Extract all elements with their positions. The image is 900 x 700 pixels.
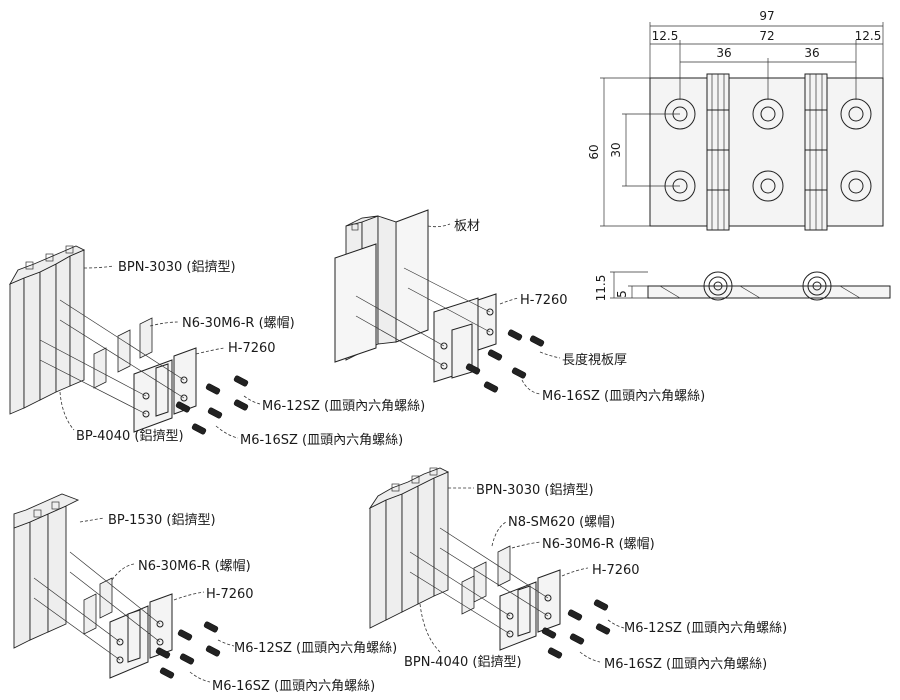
dim-height: 60 [587,144,601,159]
profile-4040b-label: BPN-4040 (鋁擠型) [404,654,522,670]
dim-edge-left: 12.5 [652,29,679,43]
board-right [395,209,429,343]
diagram-board: 板材 H-7260 長度視板厚 M6-16SZ (皿頭內六角螺絲) [334,209,705,404]
nut-4040-label: N6-30M6-R (螺帽) [542,536,655,552]
board-screws [465,329,545,393]
screws-1530 [155,621,221,679]
dim-hole-pitch: 30 [609,142,623,157]
board-left [334,243,377,363]
profile-3030-label: BPN-3030 (鋁擠型) [118,259,236,275]
hinge-1530-label: H-7260 [206,587,254,602]
screw16-1530-label: M6-16SZ (皿頭內六角螺絲) [212,679,375,694]
dim-overall: 97 [759,9,774,23]
board-hinge-label: H-7260 [520,293,568,308]
screw12-4040-label: M6-12SZ (皿頭內六角螺絲) [624,621,787,636]
side-view: 11.5 5 [594,271,891,302]
top-view: 97 12.5 72 12.5 36 36 60 30 [587,9,884,231]
profile-4040a-label: BPN-3030 (鋁擠型) [476,482,594,498]
nut-1530-label: N6-30M6-R (螺帽) [138,558,251,574]
screw16-3030-label: M6-16SZ (皿頭內六角螺絲) [240,433,403,448]
nut-sm-label: N8-SM620 (螺帽) [508,514,615,530]
hinge-4040-label: H-7260 [592,563,640,578]
screw12-1530-label: M6-12SZ (皿頭內六角螺絲) [234,641,397,656]
dim-pitch-right: 36 [804,46,819,60]
screw16-4040-label: M6-16SZ (皿頭內六角螺絲) [604,657,767,672]
knuckle-left [706,73,730,231]
nut-3030-label: N6-30M6-R (螺帽) [182,315,295,331]
nut-lower [93,347,107,389]
board-thickness-note: 長度視板厚 [562,352,627,368]
dim-plate-thickness: 5 [615,290,629,298]
profile-4040-label: BP-4040 (鋁擠型) [76,428,184,444]
screw12-3030-label: M6-12SZ (皿頭內六角螺絲) [262,399,425,414]
dim-center: 72 [759,29,774,43]
dim-edge-right: 12.5 [855,29,882,43]
board-screw-label: M6-16SZ (皿頭內六角螺絲) [542,389,705,404]
top-dimensions [600,22,884,227]
nut-upper [117,329,131,373]
dim-total-thickness: 11.5 [594,275,608,302]
profile-1530-label: BP-1530 (鋁擠型) [108,512,216,528]
screws-4040 [541,599,611,659]
dim-pitch-left: 36 [716,46,731,60]
knuckle-right [804,73,828,231]
hinge-3030-label: H-7260 [228,341,276,356]
diagram-3030: BPN-3030 (鋁擠型) N6-30M6-R (螺帽) H-7260 M6-… [8,245,425,448]
diagram-4040: BPN-3030 (鋁擠型) N8-SM620 (螺帽) N6-30M6-R (… [368,467,787,672]
screws-3030 [175,375,249,435]
diagram-1530: BP-1530 (鋁擠型) N6-30M6-R (螺帽) H-7260 M6-1… [13,493,397,694]
board-label: 板材 [454,219,480,234]
